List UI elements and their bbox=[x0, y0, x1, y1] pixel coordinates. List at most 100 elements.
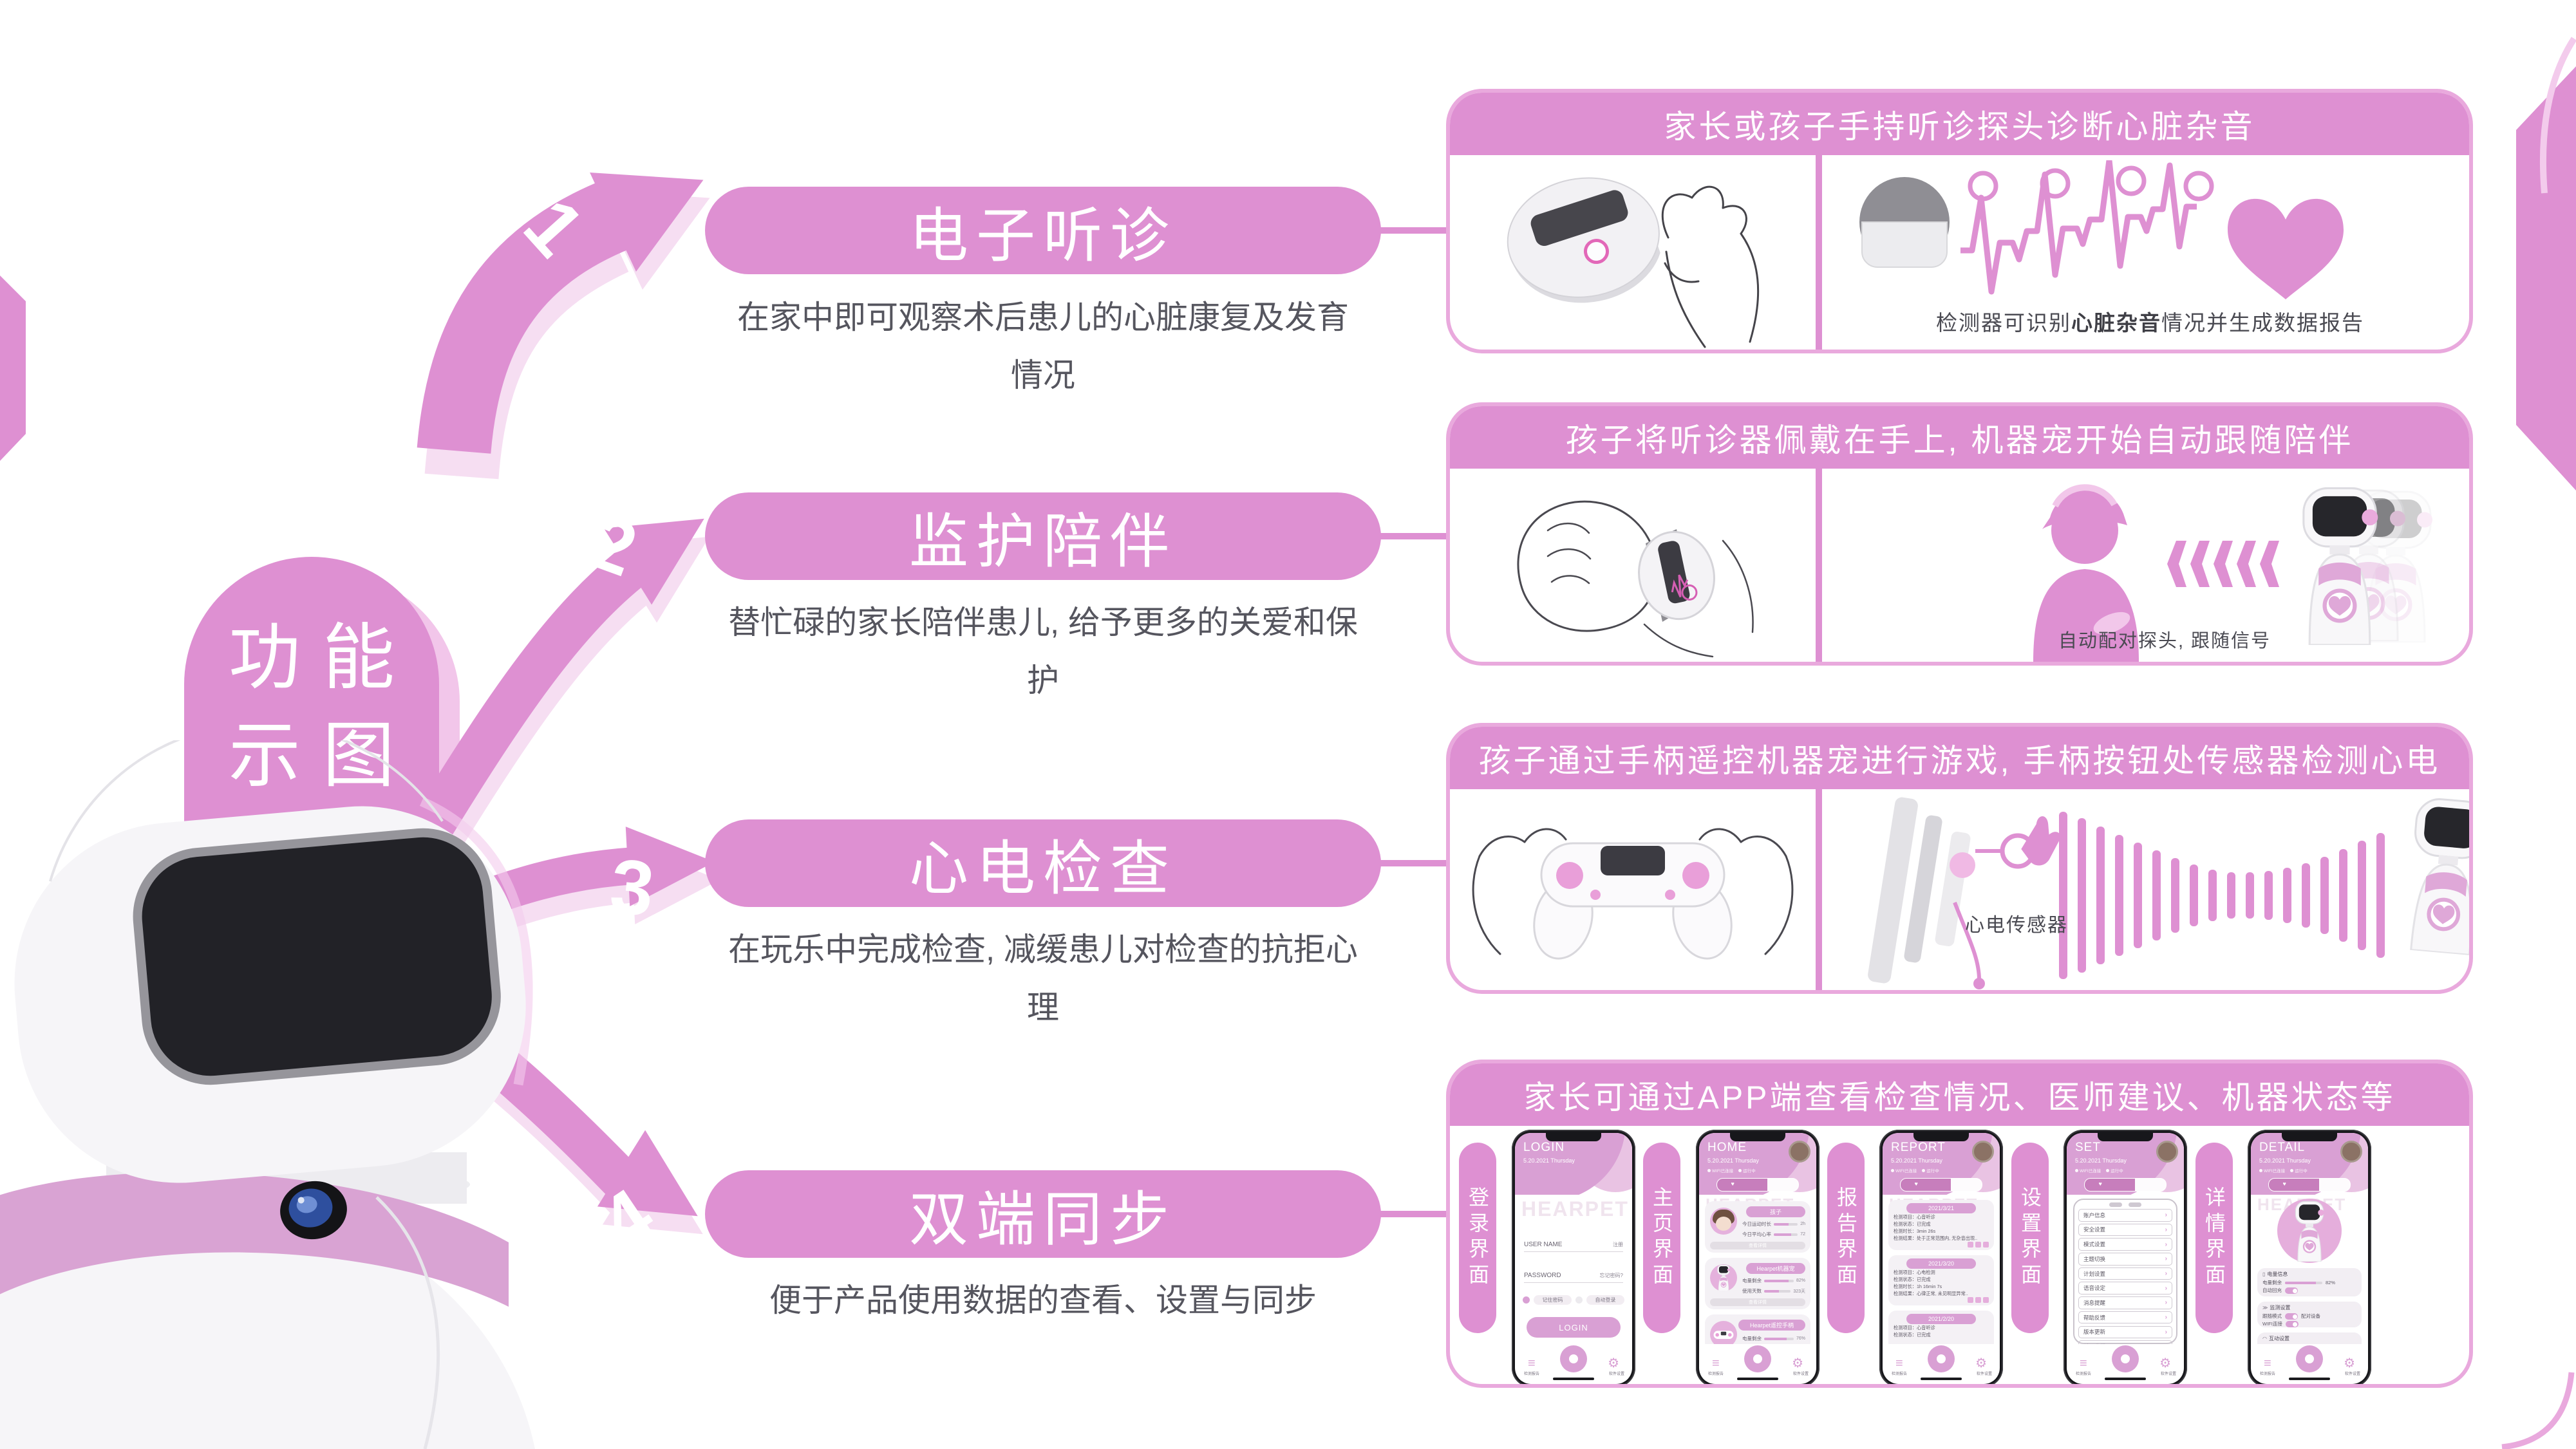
feature-label: 监护陪伴 bbox=[908, 509, 1177, 575]
home-screen-date: 5.20.2021 Thursday bbox=[1707, 1157, 1759, 1164]
report-nav-icon: ≡ bbox=[1895, 1356, 1903, 1370]
report-date: 2021/2/20 bbox=[1906, 1314, 1976, 1324]
nav-right-label: 软件设置 bbox=[1792, 1372, 1809, 1376]
login-button: LOGIN bbox=[1527, 1317, 1621, 1338]
panel-3-header: 孩子通过手柄遥控机器宠进行游戏, 手柄按钮处传感器检测心电 bbox=[1450, 727, 2469, 789]
card-tag: Hearpet遥控手柄 bbox=[1738, 1320, 1805, 1331]
settings-item: 账户信息› bbox=[2078, 1209, 2172, 1222]
panel-2-header: 孩子将听诊器佩戴在手上, 机器宠开始自动跟随陪伴 bbox=[1450, 406, 2469, 469]
settings-item: 主题切换› bbox=[2078, 1253, 2172, 1266]
connector-line-2 bbox=[1380, 533, 1447, 539]
home-nav-icon bbox=[1928, 1345, 1955, 1372]
phone-notch bbox=[1546, 1133, 1601, 1141]
wrist-device-illustration bbox=[1517, 500, 1754, 658]
nav-left-label: 检测报告 bbox=[1524, 1372, 1540, 1376]
settings-nav-icon: ⚙ bbox=[2159, 1356, 2171, 1370]
caption-text: 情况并生成数据报告 bbox=[2161, 311, 2364, 335]
heart-icon: ♥ bbox=[1731, 1181, 1735, 1187]
card-detail-button: 查看详情 bbox=[1710, 1242, 1805, 1249]
panel-divider bbox=[1816, 789, 1822, 990]
home-nav-icon bbox=[2296, 1345, 2323, 1372]
panel-divider bbox=[1816, 469, 1822, 662]
page-title-line1: 功能 bbox=[229, 617, 417, 698]
report-card: 2021/2/20 检测项目：心音听诊 检测状态：已完成 bbox=[1888, 1311, 1994, 1351]
home-screen-title: HOME bbox=[1707, 1141, 1747, 1154]
report-nav-icon: ≡ bbox=[1528, 1356, 1536, 1370]
caption-bold: 心脏杂音 bbox=[2071, 311, 2161, 335]
panel-4-header: 家长可通过APP端查看检查情况、医师建议、机器状态等 bbox=[1450, 1063, 2469, 1126]
home-indicator bbox=[1921, 1378, 1962, 1380]
caption-text: 检测器可识别 bbox=[1936, 311, 2071, 335]
heart-score-pill: ♥心动值 bbox=[1900, 1178, 1982, 1192]
heart-icon: ♥ bbox=[2282, 1181, 2286, 1187]
feature-pill-auscultation: 电子听诊 bbox=[705, 187, 1381, 274]
report-screen-date: 5.20.2021 Thursday bbox=[1891, 1157, 1942, 1164]
feature-label: 心电检查 bbox=[908, 836, 1177, 902]
nav-left-label: 检测报告 bbox=[2076, 1372, 2092, 1376]
probe-ecg-heart-illustration bbox=[1859, 160, 2344, 299]
avatar bbox=[1972, 1141, 1994, 1163]
screen-label-settings: 设置界面 bbox=[2011, 1143, 2049, 1333]
arrow-number-3: 3 bbox=[606, 843, 658, 933]
avatar bbox=[2156, 1141, 2178, 1163]
heart-sensor-signal-illustration bbox=[1868, 789, 2473, 989]
connector-line-4 bbox=[1380, 1211, 1447, 1217]
settings-screen-date: 5.20.2021 Thursday bbox=[2075, 1157, 2127, 1164]
settings-nav-icon: ⚙ bbox=[2344, 1356, 2355, 1370]
detail-screen-date: 5.20.2021 Thursday bbox=[2259, 1157, 2311, 1164]
settings-screen-title: SET bbox=[2075, 1141, 2101, 1154]
hearpet-watermark: HEARPET bbox=[1521, 1197, 1629, 1220]
report-nav-icon: ≡ bbox=[2264, 1356, 2271, 1370]
heart-score-pill: ♥心动值 bbox=[2268, 1178, 2351, 1192]
toggle bbox=[2285, 1313, 2298, 1320]
arrow-number-2: 2 bbox=[578, 498, 648, 594]
login-screen-title: LOGIN bbox=[1523, 1141, 1565, 1154]
page-title: 功能 示图 bbox=[184, 557, 439, 856]
remember-label: 记住密码 bbox=[1534, 1295, 1572, 1305]
login-toggles: 记住密码 自动登录 bbox=[1523, 1295, 1624, 1305]
settings-item: 帮助反馈› bbox=[2078, 1311, 2172, 1324]
heart-score-pill: ♥心动值 bbox=[2084, 1178, 2167, 1192]
phone-notch bbox=[2282, 1133, 2337, 1141]
heart-score-pill: ♥心动值 bbox=[1716, 1178, 1799, 1192]
panel-auscultation: 家长或孩子手持听诊探头诊断心脏杂音 bbox=[1446, 89, 2473, 353]
report-date: 2021/3/21 bbox=[1906, 1203, 1976, 1213]
feature-desc-1: 在家中即可观察术后患儿的心脏康复及发育情况 bbox=[737, 299, 1349, 393]
panel-1-caption: 检测器可识别心脏杂音情况并生成数据报告 bbox=[1830, 306, 2469, 337]
screen-label-detail: 详情界面 bbox=[2195, 1143, 2233, 1333]
register-link: 注册 bbox=[1613, 1242, 1623, 1248]
panel-ecg-game: 孩子通过手柄遥控机器宠进行游戏, 手柄按钮处传感器检测心电 bbox=[1446, 723, 2473, 994]
card-tag: Hearpet机器宠 bbox=[1746, 1263, 1805, 1274]
avatar bbox=[1789, 1141, 1810, 1163]
robot-thumb bbox=[1710, 1264, 1737, 1291]
report-nav-icon: ≡ bbox=[2080, 1356, 2087, 1370]
heart-icon: ♥ bbox=[2098, 1181, 2102, 1187]
phone-login: LOGIN 5.20.2021 Thursday HEARPET USER NA… bbox=[1512, 1130, 1635, 1384]
card-tag: 孩子 bbox=[1746, 1206, 1805, 1217]
report-date: 2021/3/20 bbox=[1906, 1258, 1976, 1269]
report-card: 2021/3/20 检测项目：心电检测 检测状态：已完成 检测时长：1h 16m… bbox=[1888, 1255, 1994, 1305]
settings-nav-icon: ⚙ bbox=[1975, 1356, 1987, 1370]
robot-portrait bbox=[2277, 1199, 2342, 1263]
home-indicator bbox=[2105, 1378, 2146, 1380]
phone-notch bbox=[1913, 1133, 1969, 1141]
settings-item: 消息提醒› bbox=[2078, 1296, 2172, 1309]
forgot-password-link: 忘记密码? bbox=[1599, 1273, 1623, 1278]
panel-2-caption: 自动配对探头, 跟随信号 bbox=[2058, 631, 2271, 651]
phone-notch bbox=[1730, 1133, 1785, 1141]
nav-right-label: 软件设置 bbox=[2160, 1372, 2176, 1376]
feature-desc-4: 便于产品使用数据的查看、设置与同步 bbox=[769, 1282, 1317, 1318]
monitor-section: ≫监测设置 跟随模式配对设备 WIFI连接 bbox=[2257, 1302, 2362, 1327]
settings-item: 语音设定› bbox=[2078, 1282, 2172, 1295]
feature-desc-3: 在玩乐中完成检查, 减缓患儿对检查的抗拒心理 bbox=[728, 931, 1358, 1025]
status-row: WIFI已连接运行中 bbox=[1707, 1167, 1756, 1173]
home-nav-icon bbox=[2112, 1345, 2139, 1372]
report-nav-icon: ≡ bbox=[1712, 1356, 1720, 1370]
status-row: WIFI已连接运行中 bbox=[1891, 1167, 1939, 1173]
